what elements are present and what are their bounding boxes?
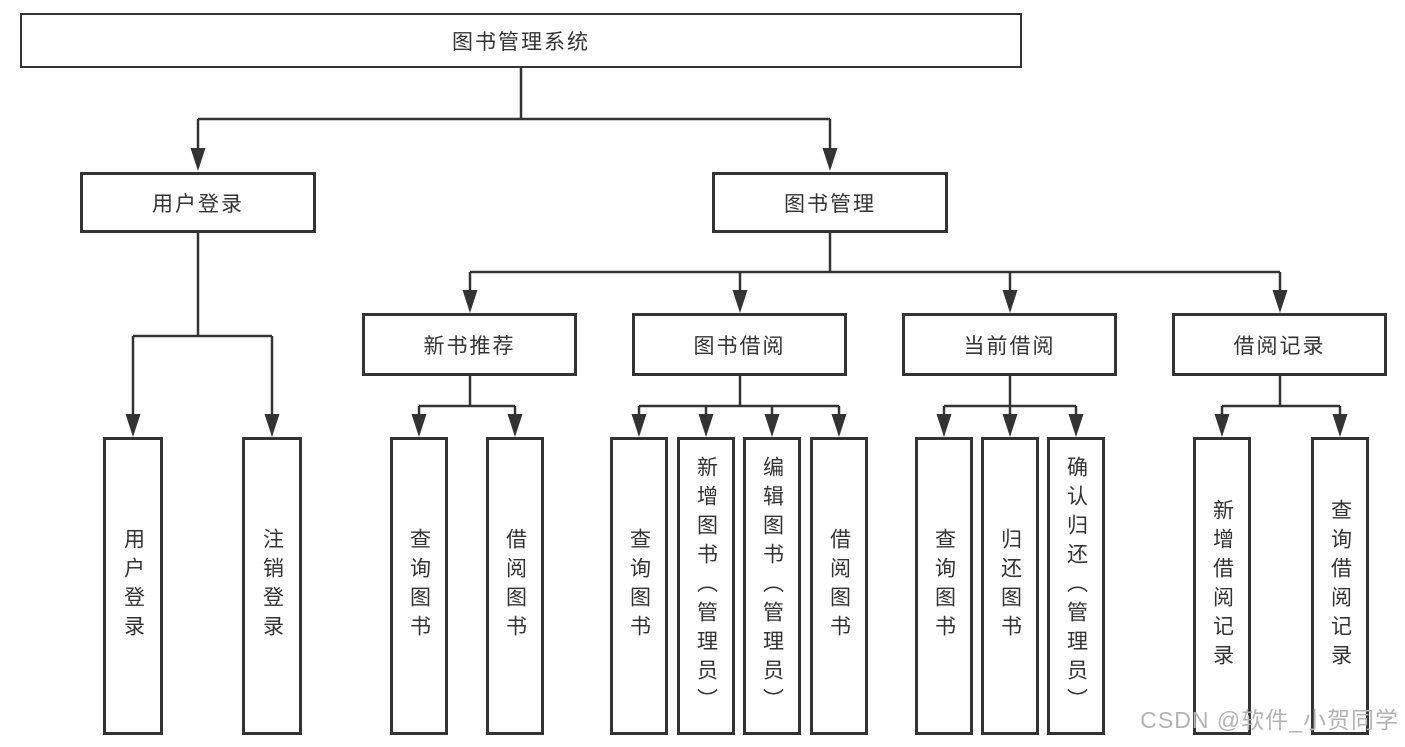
node-edit-books-admin: 编辑图书（管理员） [743, 437, 801, 735]
node-borrow-books-recommend-label: 借阅图书 [503, 528, 527, 644]
node-logout: 注销登录 [242, 437, 302, 735]
node-query-books-recommend: 查询图书 [390, 437, 448, 735]
node-query-borrow-record: 查询借阅记录 [1311, 437, 1369, 735]
node-add-books-admin-label: 新增图书（管理员） [694, 455, 718, 717]
node-library-management-system: 图书管理系统 [20, 13, 1022, 68]
node-add-borrow-record-label: 新增借阅记录 [1210, 499, 1234, 673]
node-book-management: 图书管理 [712, 172, 948, 233]
node-query-books-recommend-label: 查询图书 [407, 528, 431, 644]
node-edit-books-admin-label: 编辑图书（管理员） [760, 455, 784, 717]
node-borrowing-records: 借阅记录 [1172, 313, 1387, 376]
node-borrow-books-recommend: 借阅图书 [486, 437, 544, 735]
node-logout-label: 注销登录 [260, 528, 284, 644]
node-return-books-label: 归还图书 [998, 528, 1022, 644]
arrowheads [125, 148, 1348, 437]
node-query-books-current-label: 查询图书 [932, 528, 956, 644]
node-user-login-leaf: 用户登录 [103, 437, 163, 735]
node-query-borrow-record-label: 查询借阅记录 [1328, 499, 1352, 673]
node-user-login: 用户登录 [80, 172, 316, 233]
node-add-borrow-record: 新增借阅记录 [1193, 437, 1251, 735]
node-book-borrowing: 图书借阅 [632, 313, 847, 376]
node-query-books-borrow-label: 查询图书 [627, 528, 651, 644]
node-return-books: 归还图书 [981, 437, 1039, 735]
watermark-text: CSDN @软件_小贺同学 [1140, 707, 1399, 733]
node-query-books-borrow: 查询图书 [610, 437, 668, 735]
node-confirm-return-admin-label: 确认归还（管理员） [1064, 455, 1088, 717]
node-current-borrowing: 当前借阅 [902, 313, 1117, 376]
node-borrow-books-label: 借阅图书 [827, 528, 851, 644]
node-confirm-return-admin: 确认归还（管理员） [1047, 437, 1105, 735]
node-add-books-admin: 新增图书（管理员） [677, 437, 735, 735]
node-user-login-leaf-label: 用户登录 [121, 528, 145, 644]
node-borrow-books: 借阅图书 [810, 437, 868, 735]
node-query-books-current: 查询图书 [915, 437, 973, 735]
node-new-book-recommendation: 新书推荐 [362, 313, 577, 376]
